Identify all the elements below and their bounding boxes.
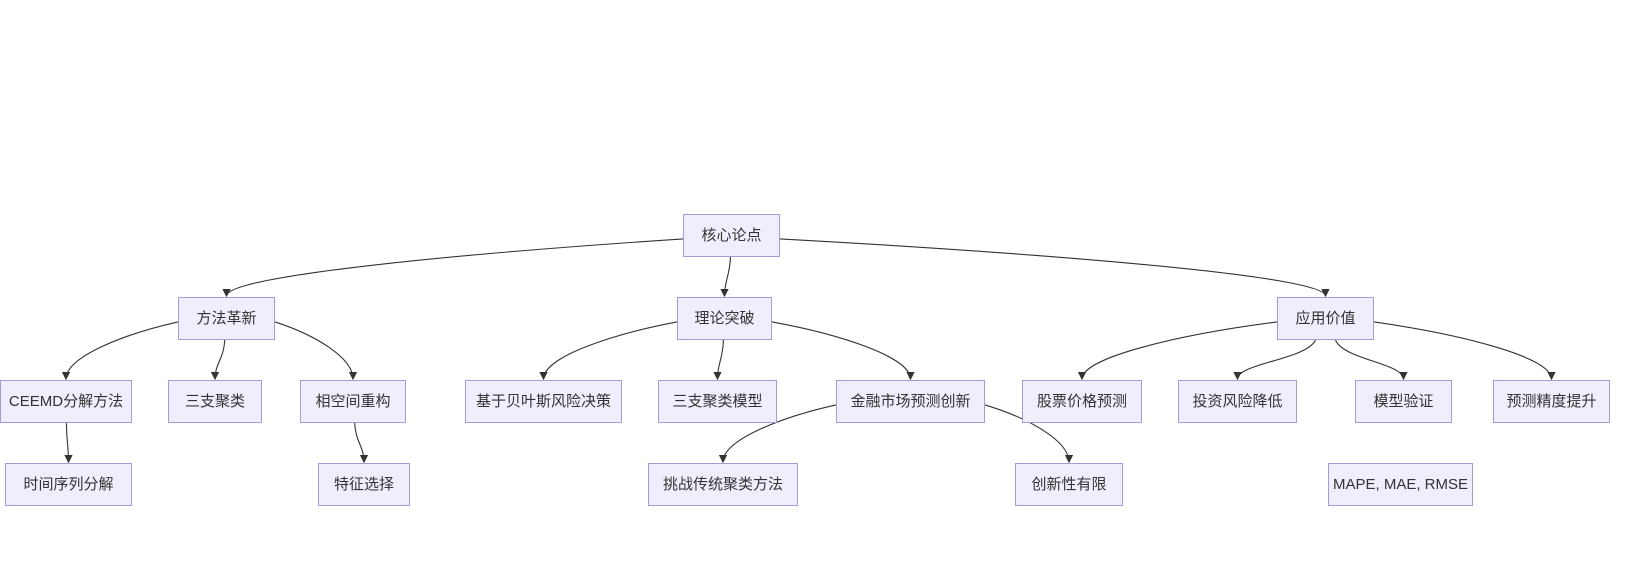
- edge-theory-to-finance-innovation: [771, 321, 915, 381]
- edge-phase-space-to-feature-selection: [354, 422, 369, 464]
- node-label: 三支聚类模型: [672, 393, 763, 410]
- node-label: 投资风险降低: [1192, 393, 1283, 410]
- edge-application-to-model-validation: [1334, 339, 1408, 381]
- node-three-way-model: 三支聚类模型: [658, 380, 777, 423]
- edge-theory-to-bayes: [539, 321, 678, 381]
- edge-core-to-application: [779, 238, 1330, 298]
- edge-method-to-three-way: [210, 339, 226, 381]
- node-method: 方法革新: [178, 297, 275, 340]
- node-feature-selection: 特征选择: [318, 463, 410, 506]
- edge-group: [61, 238, 1556, 464]
- node-label: 模型验证: [1373, 393, 1434, 410]
- node-label: 应用价值: [1295, 310, 1356, 327]
- node-application: 应用价值: [1277, 297, 1374, 340]
- node-label: 创新性有限: [1031, 476, 1107, 493]
- edge-application-to-accuracy: [1373, 321, 1556, 381]
- edge-method-to-phase-space: [274, 321, 358, 381]
- node-bayes: 基于贝叶斯风险决策: [465, 380, 622, 423]
- node-label: 方法革新: [196, 310, 257, 327]
- node-label: 相空间重构: [315, 393, 391, 410]
- node-label: 股票价格预测: [1036, 393, 1127, 410]
- node-label: 理论突破: [694, 310, 755, 327]
- node-metrics: MAPE, MAE, RMSE: [1328, 463, 1473, 506]
- edge-core-to-method: [222, 238, 684, 298]
- node-label: 核心论点: [701, 227, 762, 244]
- node-finance-innovation: 金融市场预测创新: [836, 380, 985, 423]
- node-label: 预测精度提升: [1506, 393, 1597, 410]
- node-stock-prediction: 股票价格预测: [1022, 380, 1142, 423]
- edge-application-to-stock-prediction: [1077, 321, 1278, 381]
- node-ceemd: CEEMD分解方法: [0, 380, 132, 423]
- node-core: 核心论点: [683, 214, 780, 257]
- node-label: 金融市场预测创新: [850, 393, 971, 410]
- edge-application-to-risk-reduction: [1233, 339, 1317, 381]
- edge-ceemd-to-ts-decomposition: [64, 422, 73, 464]
- node-label: 基于贝叶斯风险决策: [475, 393, 611, 410]
- node-label: 挑战传统聚类方法: [662, 476, 783, 493]
- edge-finance-innovation-to-challenge: [718, 404, 837, 464]
- node-risk-reduction: 投资风险降低: [1178, 380, 1297, 423]
- node-label: CEEMD分解方法: [8, 393, 124, 410]
- node-label: MAPE, MAE, RMSE: [1332, 476, 1469, 493]
- node-label: 三支聚类: [184, 393, 245, 410]
- edge-method-to-ceemd: [61, 321, 179, 381]
- edge-theory-to-three-way-model: [713, 339, 724, 381]
- node-theory: 理论突破: [677, 297, 772, 340]
- node-model-validation: 模型验证: [1355, 380, 1452, 423]
- node-ts-decomposition: 时间序列分解: [5, 463, 132, 506]
- node-three-way: 三支聚类: [168, 380, 262, 423]
- node-accuracy: 预测精度提升: [1493, 380, 1610, 423]
- node-challenge: 挑战传统聚类方法: [648, 463, 798, 506]
- node-limited-novelty: 创新性有限: [1015, 463, 1123, 506]
- node-label: 时间序列分解: [23, 476, 114, 493]
- edge-finance-innovation-to-limited-novelty: [984, 404, 1074, 464]
- edge-core-to-theory: [720, 256, 731, 298]
- node-label: 特征选择: [333, 476, 394, 493]
- node-phase-space: 相空间重构: [300, 380, 406, 423]
